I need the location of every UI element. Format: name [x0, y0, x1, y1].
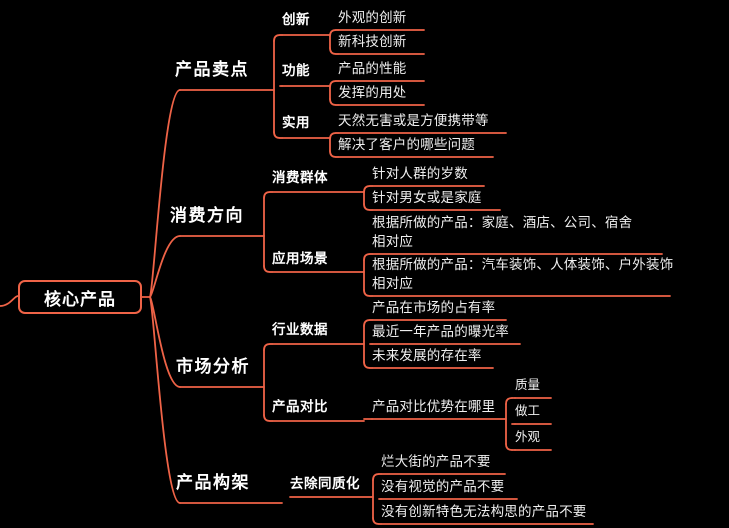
node-text-line: 实用 — [282, 115, 310, 130]
branch-label-3[interactable]: 产品构架 — [176, 473, 250, 492]
node-text-line: 产品对比 — [272, 399, 328, 414]
node-text-line: 应用场景 — [272, 251, 328, 266]
branch-label-0[interactable]: 产品卖点 — [175, 60, 249, 79]
node-text-line: 针对人群的岁数 — [372, 166, 468, 181]
leaf2-label-2-1-0-1[interactable]: 做工 — [515, 402, 540, 421]
leaf-label-0-2-1[interactable]: 解决了客户的哪些问题 — [338, 135, 475, 154]
node-text-line: 未来发展的存在率 — [372, 348, 482, 363]
node-text-line: 功能 — [282, 63, 310, 78]
node-text-line: 根据所做的产品：汽车装饰、人体装饰、户外装饰 — [372, 257, 674, 272]
leaf-label-3-0-2[interactable]: 没有创新特色无法构思的产品不要 — [381, 502, 587, 521]
subtopic-label-0-2[interactable]: 实用 — [282, 113, 310, 132]
node-text-line: 相对应 — [372, 276, 414, 291]
node-text-line: 产品的性能 — [338, 61, 407, 76]
leaf-label-3-0-1[interactable]: 没有视觉的产品不要 — [381, 477, 504, 496]
node-text-line: 产品对比优势在哪里 — [372, 399, 496, 414]
branch-label-2[interactable]: 市场分析 — [176, 357, 250, 376]
leaf-label-1-0-1[interactable]: 针对男女或是家庭 — [372, 188, 482, 207]
branch-label-1[interactable]: 消费方向 — [170, 206, 244, 225]
node-text-line: 做工 — [515, 404, 541, 418]
leaf-label-0-0-1[interactable]: 新科技创新 — [338, 32, 407, 51]
leaf-label-2-0-0[interactable]: 产品在市场的占有率 — [372, 298, 495, 317]
leaf-label-0-1-1[interactable]: 发挥的用处 — [338, 83, 407, 102]
leaf-label-1-1-0[interactable]: 根据所做的产品：家庭、酒店、公司、宿舍相对应 — [372, 213, 632, 251]
node-text-line: 最近一年产品的曝光率 — [372, 324, 509, 339]
node-text-line: 发挥的用处 — [338, 85, 407, 100]
leaf-label-1-1-1[interactable]: 根据所做的产品：汽车装饰、人体装饰、户外装饰相对应 — [372, 255, 673, 293]
node-text-line: 消费群体 — [272, 170, 328, 185]
leaf-label-2-1-0[interactable]: 产品对比优势在哪里 — [372, 397, 495, 416]
leaf-label-3-0-0[interactable]: 烂大街的产品不要 — [381, 452, 491, 471]
node-text-line: 根据所做的产品：家庭、酒店、公司、宿舍 — [372, 215, 633, 230]
subtopic-label-3-0[interactable]: 去除同质化 — [290, 474, 360, 493]
subtopic-label-0-0[interactable]: 创新 — [282, 10, 310, 29]
leaf-label-2-0-1[interactable]: 最近一年产品的曝光率 — [372, 322, 509, 341]
leaf-label-0-1-0[interactable]: 产品的性能 — [338, 59, 407, 78]
node-text-line: 市场分析 — [176, 357, 250, 376]
subtopic-label-1-1[interactable]: 应用场景 — [272, 249, 328, 268]
leaf-label-0-2-0[interactable]: 天然无害或是方便携带等 — [338, 111, 489, 130]
node-text-line: 烂大街的产品不要 — [381, 454, 491, 469]
node-text-line: 去除同质化 — [290, 476, 360, 491]
node-text-line: 新科技创新 — [338, 34, 407, 49]
node-text-line: 外观的创新 — [338, 10, 407, 25]
node-text-line: 创新 — [282, 12, 310, 27]
node-text-line: 消费方向 — [170, 206, 244, 225]
node-text-line: 外观 — [515, 430, 541, 444]
node-text-line: 产品构架 — [176, 473, 250, 492]
subtopic-label-1-0[interactable]: 消费群体 — [272, 168, 328, 187]
leaf2-label-2-1-0-0[interactable]: 质量 — [515, 376, 540, 395]
node-text-line: 没有创新特色无法构思的产品不要 — [381, 504, 587, 519]
node-text-line: 行业数据 — [272, 322, 328, 337]
subtopic-label-2-0[interactable]: 行业数据 — [272, 320, 328, 339]
leaf2-label-2-1-0-2[interactable]: 外观 — [515, 428, 540, 447]
node-text-line: 解决了客户的哪些问题 — [338, 137, 475, 152]
subtopic-label-0-1[interactable]: 功能 — [282, 61, 310, 80]
leaf-label-1-0-0[interactable]: 针对人群的岁数 — [372, 164, 468, 183]
node-text-line: 针对男女或是家庭 — [372, 190, 482, 205]
node-text-line: 产品卖点 — [175, 60, 249, 79]
node-text-line: 没有视觉的产品不要 — [381, 479, 505, 494]
leaf-label-2-0-2[interactable]: 未来发展的存在率 — [372, 346, 482, 365]
root-node[interactable]: 核心产品 — [18, 280, 142, 314]
subtopic-label-2-1[interactable]: 产品对比 — [272, 397, 328, 416]
node-text-line: 质量 — [515, 378, 541, 392]
root-node-label: 核心产品 — [44, 289, 116, 309]
node-text-line: 相对应 — [372, 234, 414, 249]
node-text-line: 产品在市场的占有率 — [372, 300, 496, 315]
node-text-line: 天然无害或是方便携带等 — [338, 113, 489, 128]
leaf-label-0-0-0[interactable]: 外观的创新 — [338, 8, 407, 27]
